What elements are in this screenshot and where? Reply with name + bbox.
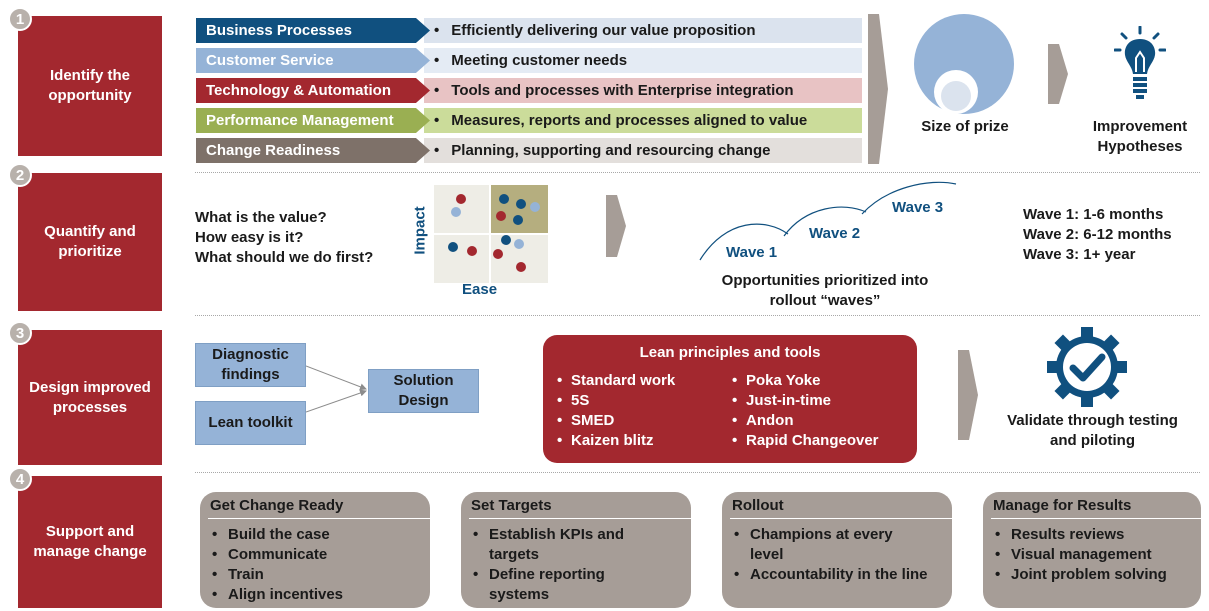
step-3-box: Design improved processes: [18, 330, 162, 465]
category-row: Business Processes Efficiently deliverin…: [196, 18, 862, 43]
card-list: Champions at every level Accountability …: [730, 525, 956, 585]
wave-2-label: Wave 2: [809, 225, 861, 242]
step-1-box: Identify the opportunity: [18, 16, 162, 156]
wave-3-label: Wave 3: [892, 199, 944, 216]
impact-ease-matrix: [434, 185, 548, 283]
wave-3-duration: Wave 3: 1+ year: [1023, 246, 1136, 263]
row-divider: [195, 472, 1200, 473]
list-item: Train: [208, 565, 422, 585]
improvement-hypotheses-label: Improvement Hypotheses: [1092, 118, 1188, 155]
list-item: Joint problem solving: [991, 565, 1193, 585]
category-label: Technology & Automation: [196, 78, 430, 103]
list-item: Rapid Changeover: [726, 431, 879, 451]
lean-panel-title: Lean principles and tools: [639, 344, 821, 361]
card-set-targets: Set Targets Establish KPIs and targets D…: [461, 492, 691, 608]
question-value: What is the value?: [195, 209, 327, 226]
list-item: Build the case: [208, 525, 422, 545]
category-row: Performance Management Measures, reports…: [196, 108, 862, 133]
card-title: Set Targets: [469, 496, 691, 519]
category-description: Meeting customer needs: [424, 48, 862, 73]
validate-label: Validate through testing and piloting: [1007, 412, 1178, 449]
row-divider: [195, 172, 1200, 173]
step-2-box: Quantify and prioritize: [18, 173, 162, 311]
step-2-label: Quantify and prioritize: [44, 223, 136, 260]
card-list: Establish KPIs and targets Define report…: [469, 525, 639, 605]
wave-1-label: Wave 1: [726, 244, 778, 261]
step-3-number: 3: [8, 321, 32, 345]
card-title: Rollout: [730, 496, 952, 519]
questions-list: What is the value? How easy is it? What …: [195, 208, 373, 268]
list-item: Results reviews: [991, 525, 1193, 545]
step-2-number: 2: [8, 163, 32, 187]
list-item: Andon: [726, 411, 879, 431]
category-description: Measures, reports and processes aligned …: [424, 108, 862, 133]
category-description: Tools and processes with Enterprise inte…: [424, 78, 862, 103]
lean-tools-left: Standard work 5S SMED Kaizen blitz: [551, 371, 675, 451]
impact-axis-label: Impact: [411, 205, 429, 255]
waves-curves: [699, 181, 957, 261]
list-item: Champions at every level: [730, 525, 915, 565]
list-item: Kaizen blitz: [551, 431, 675, 451]
size-of-prize-label: Size of prize: [921, 118, 1009, 135]
question-first: What should we do first?: [195, 249, 374, 266]
flow-chevron: [958, 350, 978, 440]
category-description: Planning, supporting and resourcing chan…: [424, 138, 862, 163]
diagnostic-findings-box: Diagnostic findings: [195, 343, 306, 387]
lean-tools-right: Poka Yoke Just-in-time Andon Rapid Chang…: [726, 371, 879, 451]
category-row: Customer Service Meeting customer needs: [196, 48, 862, 73]
list-item: SMED: [551, 411, 675, 431]
list-item: Just-in-time: [726, 391, 879, 411]
step-4-box: Support and manage change: [18, 476, 162, 608]
card-list: Results reviews Visual management Joint …: [991, 525, 1193, 585]
category-row: Technology & Automation Tools and proces…: [196, 78, 862, 103]
wave-2-duration: Wave 2: 6-12 months: [1023, 226, 1172, 243]
solution-design-box: Solution Design: [368, 369, 479, 413]
category-description: Efficiently delivering our value proposi…: [424, 18, 862, 43]
lean-principles-panel: Lean principles and tools Standard work …: [543, 335, 917, 463]
list-item: Poka Yoke: [726, 371, 879, 391]
lean-toolkit-box: Lean toolkit: [195, 401, 306, 445]
category-label: Performance Management: [196, 108, 430, 133]
size-of-prize-circles-icon: [914, 14, 1014, 114]
impact-axis-label-wrap: Impact: [411, 195, 429, 265]
flow-chevron: [868, 14, 888, 164]
row-divider: [195, 315, 1200, 316]
wave-1-duration: Wave 1: 1-6 months: [1023, 206, 1164, 223]
category-label: Change Readiness: [196, 138, 430, 163]
step-3-label: Design improved processes: [29, 378, 151, 416]
card-title: Manage for Results: [991, 496, 1201, 519]
card-rollout: Rollout Champions at every level Account…: [722, 492, 952, 608]
list-item: Align incentives: [208, 585, 422, 605]
list-item: Visual management: [991, 545, 1193, 565]
lightbulb-icon: [1114, 26, 1166, 99]
card-get-change-ready: Get Change Ready Build the case Communic…: [200, 492, 430, 608]
wave-timeline: Wave 1: 1-6 months Wave 2: 6-12 months W…: [1023, 205, 1172, 265]
list-item: Define reporting systems: [469, 565, 639, 605]
step-1-number: 1: [8, 7, 32, 31]
list-item: Standard work: [551, 371, 675, 391]
category-row: Change Readiness Planning, supporting an…: [196, 138, 862, 163]
list-item: 5S: [551, 391, 675, 411]
card-manage-for-results: Manage for Results Results reviews Visua…: [983, 492, 1201, 608]
question-ease: How easy is it?: [195, 229, 304, 246]
category-label: Customer Service: [196, 48, 430, 73]
category-label: Business Processes: [196, 18, 430, 43]
card-title: Get Change Ready: [208, 496, 430, 519]
list-item: Accountability in the line: [730, 565, 956, 585]
ease-axis-label: Ease: [462, 281, 498, 298]
waves-caption: Opportunities prioritized into rollout “…: [721, 272, 929, 309]
list-item: Communicate: [208, 545, 422, 565]
card-list: Build the case Communicate Train Align i…: [208, 525, 422, 605]
gear-check-icon: [1047, 327, 1127, 407]
flow-chevron: [606, 195, 626, 257]
list-item: Establish KPIs and targets: [469, 525, 639, 565]
step-1-label: Identify the opportunity: [48, 67, 132, 104]
input-arrows: [306, 365, 367, 413]
step-4-number: 4: [8, 467, 32, 491]
flow-chevron: [1048, 44, 1068, 104]
step-4-label: Support and manage change: [33, 523, 147, 560]
